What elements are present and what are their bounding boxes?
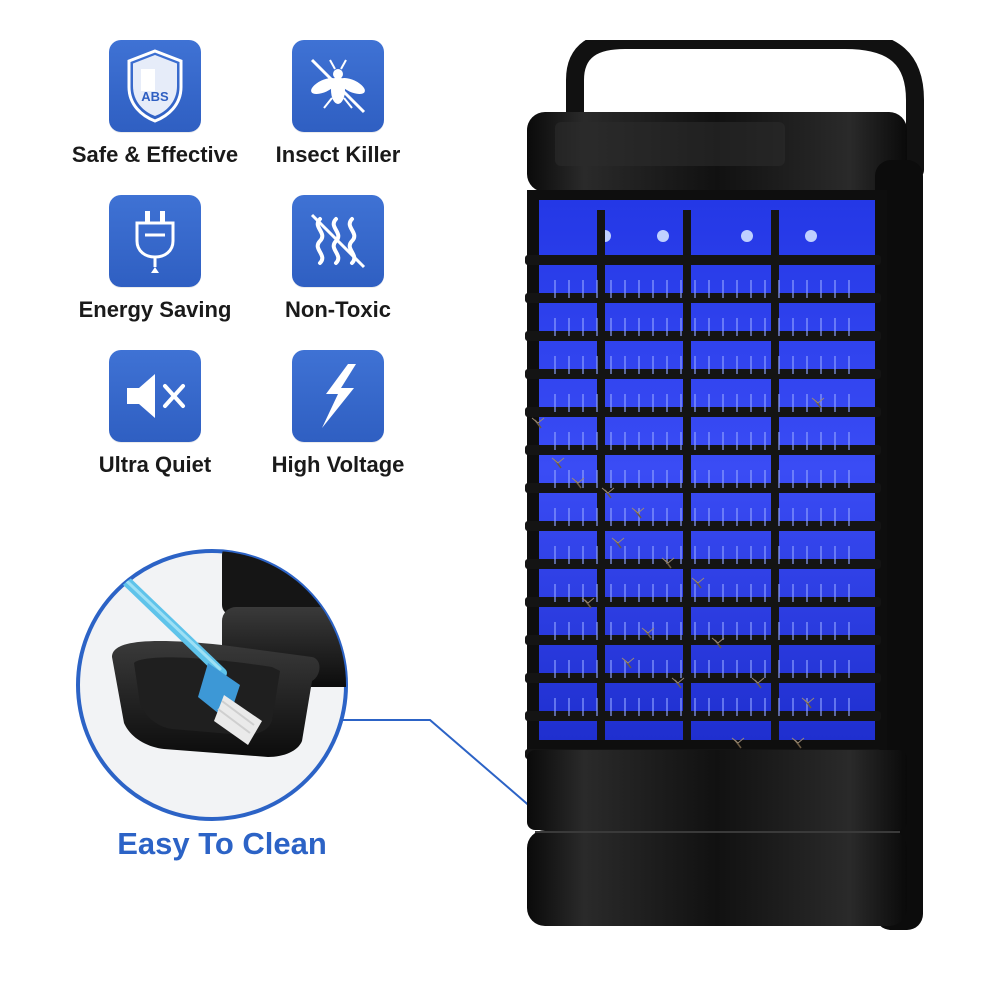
- feature-high-voltage: High Voltage: [243, 350, 433, 478]
- feature-label: Insect Killer: [275, 142, 401, 167]
- feature-label: Energy Saving: [78, 297, 232, 322]
- mosquito: [641, 627, 655, 639]
- feature-tile: [109, 350, 201, 442]
- mosquito: [691, 577, 705, 589]
- mosquito: [631, 507, 645, 519]
- feature-tile: [292, 195, 384, 287]
- grille-bar: [525, 521, 881, 531]
- mosquito: [671, 677, 685, 689]
- easy-clean-title: Easy To Clean: [117, 826, 327, 861]
- mute-speaker-icon: [127, 374, 185, 418]
- feature-label: High Voltage: [271, 452, 405, 477]
- grille-bar: [525, 597, 881, 607]
- non-toxic-icon: [310, 213, 366, 269]
- grille-bars: [525, 210, 881, 759]
- feature-tile: [109, 195, 201, 287]
- abs-shield-icon: ABS: [127, 49, 183, 123]
- grille-bar: [525, 407, 881, 417]
- feature-ultra-quiet: Ultra Quiet: [60, 350, 250, 478]
- feature-tile: ABS: [109, 40, 201, 132]
- mosquito: [531, 417, 545, 429]
- grille-post: [771, 210, 779, 740]
- feature-non-toxic: Non-Toxic: [243, 195, 433, 323]
- feature-insect-killer: Insect Killer: [243, 40, 433, 168]
- mosquito: [731, 737, 745, 749]
- tray-brush-picture: [76, 549, 348, 821]
- mosquito: [791, 737, 805, 749]
- grille-bar: [525, 673, 881, 683]
- grille-bar: [525, 483, 881, 493]
- mosquito: [711, 637, 725, 649]
- easy-clean-illustration: [72, 545, 352, 825]
- energy-plug-icon: [135, 211, 175, 273]
- mosquito: [571, 477, 585, 489]
- mosquito: [661, 557, 675, 569]
- grille-bar: [525, 369, 881, 379]
- grille-bar: [525, 445, 881, 455]
- grille-bar: [525, 293, 881, 303]
- mosquito: [581, 597, 595, 609]
- feature-tile: [292, 40, 384, 132]
- grille-bar: [525, 255, 881, 265]
- grille-bar: [525, 635, 881, 645]
- abs-text: ABS: [141, 89, 169, 104]
- feature-energy-saving: Energy Saving: [60, 195, 250, 323]
- lightning-icon: [322, 364, 356, 428]
- mosquito: [621, 657, 635, 669]
- grille-bar: [525, 711, 881, 721]
- feature-label: Ultra Quiet: [98, 452, 212, 477]
- mosquito: [811, 397, 825, 409]
- mosquito: [801, 697, 815, 709]
- bug-zapper-device: [431, 31, 935, 940]
- mosquito: [751, 677, 765, 689]
- feature-label: Safe & Effective: [71, 142, 239, 167]
- feature-label: Non-Toxic: [285, 297, 391, 322]
- mosquito: [611, 537, 625, 549]
- grille-post: [683, 210, 691, 740]
- mosquito: [601, 487, 615, 499]
- feature-tile: [292, 350, 384, 442]
- grille-bar: [525, 559, 881, 569]
- mosquito: [551, 457, 565, 469]
- bug-zapper-picture: [431, 31, 924, 930]
- insect-killer-icon: [310, 58, 366, 114]
- grille-post: [597, 210, 605, 740]
- feature-safe-effective: ABS Safe & Effective: [60, 40, 250, 168]
- grille-bar: [525, 331, 881, 341]
